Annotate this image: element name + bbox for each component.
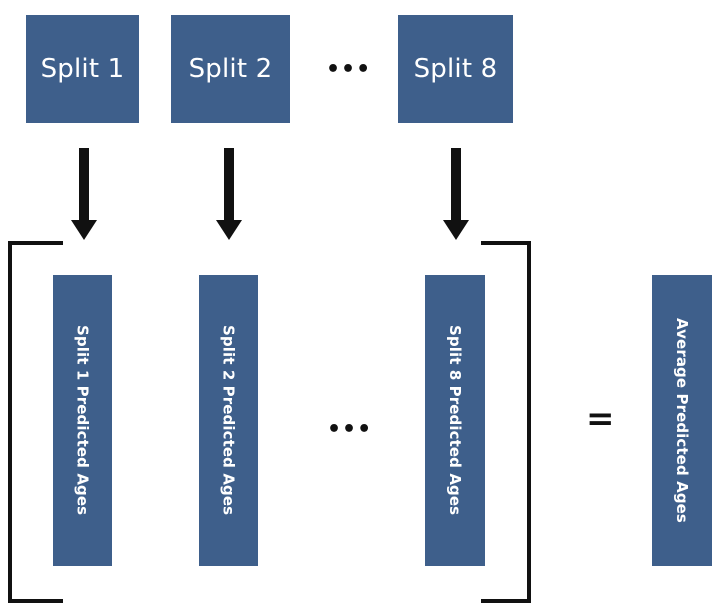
left-bracket [8, 241, 63, 603]
arrow-split-2 [216, 148, 242, 240]
average-predictions-label: Average Predicted Ages [673, 318, 691, 523]
split-1-box: Split 1 [26, 15, 139, 123]
arrow-split-1 [71, 148, 97, 240]
split-8-box: Split 8 [398, 15, 513, 123]
split-ellipsis: ••• [326, 57, 372, 82]
split-1-label: Split 1 [40, 54, 125, 84]
split-8-predictions-label: Split 8 Predicted Ages [446, 325, 464, 516]
split-2-label: Split 2 [188, 54, 273, 84]
split-1-predictions-box: Split 1 Predicted Ages [53, 275, 112, 566]
arrow-split-8 [443, 148, 469, 240]
predictions-ellipsis: ••• [327, 417, 373, 442]
average-predictions-box: Average Predicted Ages [652, 275, 712, 566]
split-1-predictions-label: Split 1 Predicted Ages [73, 325, 92, 516]
equals-sign: = [586, 399, 615, 439]
split-2-predictions-label: Split 2 Predicted Ages [219, 325, 238, 516]
split-8-label: Split 8 [413, 54, 498, 84]
split-8-predictions-box: Split 8 Predicted Ages [425, 275, 485, 566]
split-2-predictions-box: Split 2 Predicted Ages [199, 275, 258, 566]
right-bracket [481, 241, 531, 603]
split-2-box: Split 2 [171, 15, 290, 123]
